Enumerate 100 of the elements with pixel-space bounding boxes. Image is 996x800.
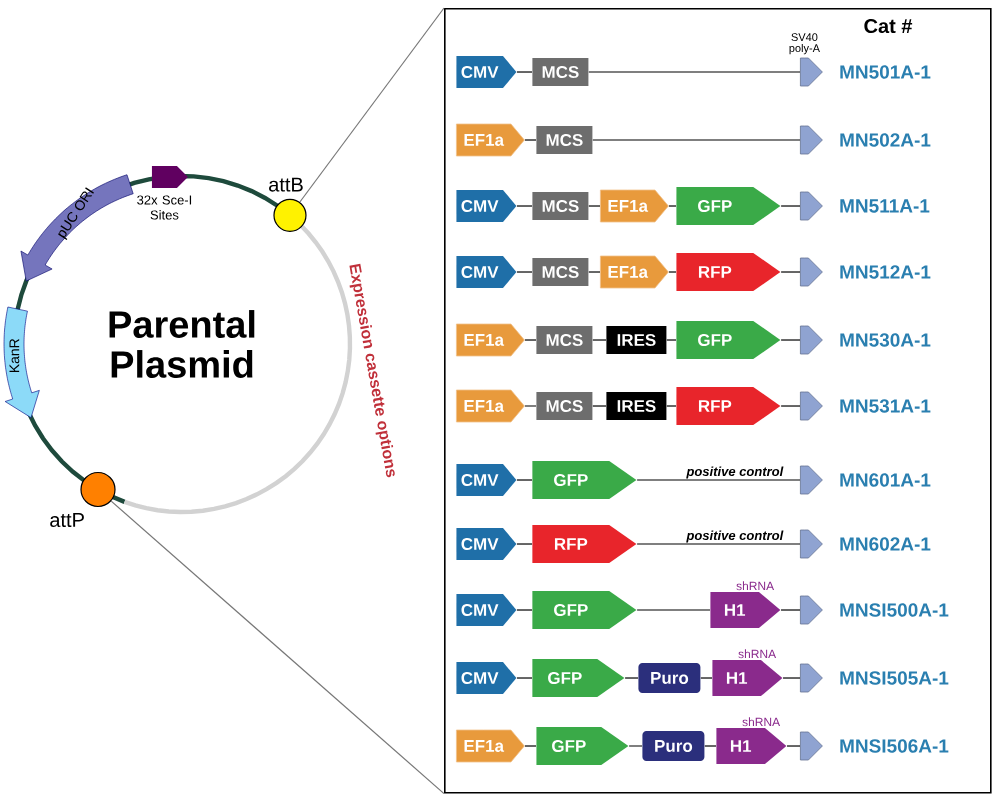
node-label: attB: [269, 177, 303, 192]
catalog-number: MN511A-1: [840, 199, 930, 213]
mcs-block: MCS: [532, 58, 589, 86]
plasmid-title: Parental Plasmid: [109, 310, 255, 378]
polya-signal: [800, 191, 823, 221]
catalog-number: MNSI506A-1: [840, 739, 949, 753]
h1-promoter: H1: [716, 728, 787, 764]
zoom-line: [110, 500, 445, 795]
polya-signal: [800, 125, 823, 155]
ef1a-promoter: EF1a: [456, 323, 525, 357]
arc-label: Expression cassette options: [349, 263, 395, 478]
gfp-gene: GFP: [676, 321, 781, 359]
connector-line: [588, 205, 601, 207]
cmv-promoter: CMV: [456, 190, 517, 222]
h1-promoter: H1: [710, 592, 781, 628]
catalog-number: MN530A-1: [840, 333, 931, 347]
catalog-number: MN501A-1: [840, 65, 931, 79]
mcs-block: MCS: [532, 192, 589, 220]
connector-line: [700, 677, 713, 679]
connector-line: [524, 405, 537, 407]
connector-line: [624, 677, 639, 679]
catalog-number: MN512A-1: [840, 265, 931, 279]
polya-signal: [800, 325, 823, 355]
connector-line: [592, 405, 607, 407]
connector-line: [666, 405, 677, 407]
connector-line: [524, 745, 537, 747]
h1-promoter: H1: [712, 660, 783, 696]
cmv-promoter: CMV: [456, 56, 517, 88]
ires-block: IRES: [606, 326, 667, 354]
connector-line: [666, 339, 677, 341]
cmv-promoter: CMV: [456, 464, 517, 496]
ef1a-promoter: EF1a: [456, 123, 525, 157]
connector-line: [516, 71, 533, 73]
connector-line: [782, 677, 801, 679]
zoom-line: [299, 7, 445, 203]
polya-signal: [800, 57, 823, 87]
catalog-number: MN602A-1: [840, 537, 931, 551]
attp-site: attP: [50, 471, 116, 528]
ef1a-promoter: EF1a: [600, 255, 669, 289]
ef1a-promoter: EF1a: [456, 389, 525, 423]
polya-signal: [800, 663, 823, 693]
cassette-panel: [444, 8, 992, 794]
connector-line: [786, 745, 801, 747]
puro-gene: Puro: [642, 731, 705, 761]
connector-line: [636, 609, 711, 611]
cmv-promoter: CMV: [456, 256, 517, 288]
cmv-promoter: CMV: [456, 662, 517, 694]
ef1a-promoter: EF1a: [456, 729, 525, 763]
mcs-block: MCS: [536, 326, 593, 354]
connector-line: [516, 677, 533, 679]
connector-line: [780, 205, 801, 207]
connector-line: [524, 139, 537, 141]
catalog-number: MNSI505A-1: [840, 671, 949, 685]
polya-signal: [800, 391, 823, 421]
connector-line: [516, 271, 533, 273]
connector-line: [628, 745, 643, 747]
node-label: attP: [50, 513, 84, 528]
mcs-block: MCS: [536, 392, 593, 420]
polya-signal: [800, 529, 823, 559]
connector-line: [592, 339, 607, 341]
connector-line: [516, 543, 533, 545]
gfp-gene: GFP: [536, 727, 629, 765]
polya-signal: [800, 465, 823, 495]
catalog-number: MN531A-1: [840, 399, 931, 413]
polya-signal: [800, 595, 823, 625]
connector-line: [636, 479, 801, 481]
gfp-gene: GFP: [676, 187, 781, 225]
connector-line: [780, 609, 801, 611]
cmv-promoter: CMV: [456, 594, 517, 626]
connector-line: [668, 271, 677, 273]
mcs-block: MCS: [532, 258, 589, 286]
catalog-number: MN502A-1: [840, 133, 931, 147]
connector-line: [516, 205, 533, 207]
gfp-gene: GFP: [532, 461, 637, 499]
connector-line: [516, 479, 533, 481]
connector-line: [636, 543, 801, 545]
attb-site: attB: [269, 177, 307, 232]
connector-line: [780, 271, 801, 273]
connector-line: [780, 339, 801, 341]
catalog-number: MNSI500A-1: [840, 603, 949, 617]
ires-block: IRES: [606, 392, 667, 420]
column-header: Cat #: [864, 18, 913, 34]
connector-line: [780, 405, 801, 407]
connector-line: [516, 609, 533, 611]
mcs-block: MCS: [536, 126, 593, 154]
polya-signal: [800, 731, 823, 761]
gfp-gene: GFP: [532, 659, 625, 697]
connector-line: [588, 71, 801, 73]
rfp-gene: RFP: [532, 525, 637, 563]
connector-line: [704, 745, 717, 747]
connector-line: [524, 339, 537, 341]
cmv-promoter: CMV: [456, 528, 517, 560]
rfp-gene: RFP: [676, 253, 781, 291]
connector-line: [592, 139, 801, 141]
rfp-gene: RFP: [676, 387, 781, 425]
gfp-gene: GFP: [532, 591, 637, 629]
puro-gene: Puro: [638, 663, 701, 693]
catalog-number: MN601A-1: [840, 473, 931, 487]
connector-line: [588, 271, 601, 273]
ef1a-promoter: EF1a: [600, 189, 669, 223]
